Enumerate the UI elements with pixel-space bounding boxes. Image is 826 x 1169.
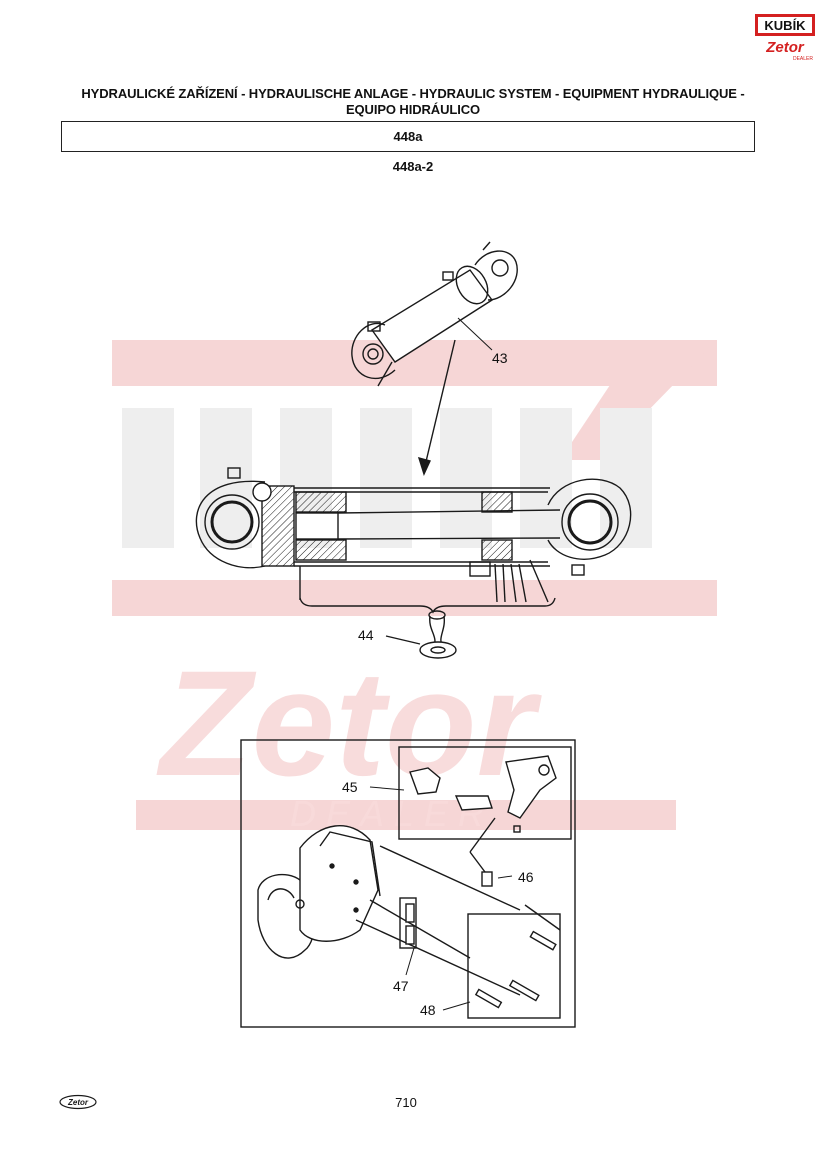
page-title-line2: EQUIPO HIDRÁULICO xyxy=(345,102,481,117)
page-title: HYDRAULICKÉ ZAŘÍZENÍ - HYDRAULISCHE ANLA… xyxy=(40,86,786,118)
section-code-box: 448a xyxy=(61,121,755,152)
watermark-zetor-text: Zetor xyxy=(156,639,543,807)
callout-48: 48 xyxy=(420,1002,436,1018)
cylinder-section-drawing xyxy=(195,467,632,614)
cylinder-isometric-drawing xyxy=(351,241,518,387)
coupler-frame xyxy=(240,739,576,1028)
callout-45: 45 xyxy=(342,779,358,795)
bolt-detail-box xyxy=(399,897,417,949)
page-number: 710 xyxy=(395,1095,417,1110)
callout-47: 47 xyxy=(393,978,409,994)
section-code: 448a xyxy=(393,129,423,144)
figure-code: 448a-2 xyxy=(392,159,434,174)
callout-44: 44 xyxy=(358,627,374,643)
seal-kit-drawing xyxy=(385,610,457,659)
callout-43: 43 xyxy=(492,350,508,366)
logo-dealer-text: DEALER xyxy=(793,56,813,62)
footer-zetor-logo: Zetor xyxy=(58,1094,98,1110)
footer-logo-text: Zetor xyxy=(67,1098,89,1107)
kubik-zetor-logo: KUBÍK Zetor DEALER xyxy=(755,14,815,62)
logo-zetor-text: Zetor xyxy=(765,39,805,56)
callout-46: 46 xyxy=(518,869,534,885)
watermark-dealer-text: DEALER xyxy=(290,793,494,834)
pin-detail-box xyxy=(467,913,561,1019)
page-title-line1: HYDRAULICKÉ ZAŘÍZENÍ - HYDRAULISCHE ANLA… xyxy=(81,86,745,101)
coupler-detail-box xyxy=(398,746,572,840)
leader-arrow xyxy=(423,339,456,471)
logo-kubik-text: KUBÍK xyxy=(764,18,806,33)
quick-coupler-drawing xyxy=(257,755,561,1009)
